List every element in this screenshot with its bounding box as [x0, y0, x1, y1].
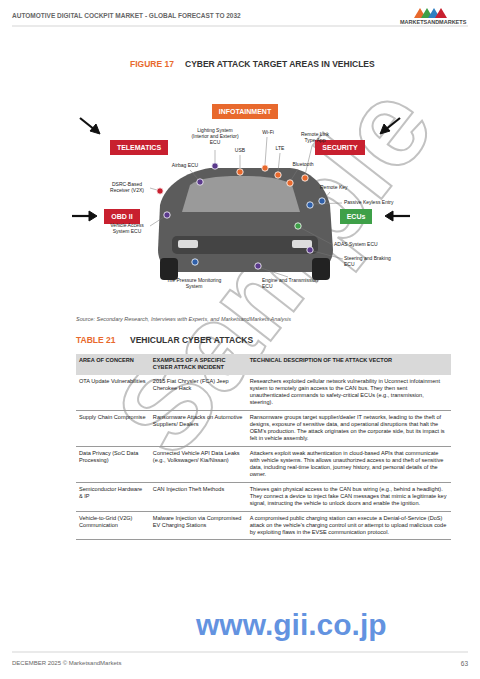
leader-lines: [150, 137, 343, 277]
target-label: ADAS System ECU: [334, 242, 384, 248]
box-label: OBD II: [111, 213, 132, 220]
target-label: Tire Pressure Monitoring System: [166, 278, 222, 290]
table-cell: Thieves gain physical access to the CAN …: [247, 482, 451, 511]
target-label: USB: [230, 148, 250, 154]
table-cell: 2015 Fiat Chrysler (FCA) Jeep Cherokee H…: [150, 375, 247, 411]
table-row: Supply Chain CompromiseRansomware Attack…: [76, 410, 451, 446]
logo-text: MARKETSANDMARKETS: [400, 19, 470, 25]
box-label: TELEMATICS: [117, 144, 161, 151]
target-label: Passive Keyless Entry: [344, 200, 404, 206]
pointer-arrows: [72, 118, 410, 221]
table-cell: Ransomware Attacks on Automotive Supplie…: [150, 410, 247, 446]
source-note: Source: Secondary Research, Interviews w…: [76, 316, 456, 322]
table-header-row: AREA OF CONCERNEXAMPLES OF A SPECIFIC CY…: [76, 354, 451, 375]
category-box: OBD II: [104, 209, 139, 224]
target-label: Lighting System (Interior and Exterior) …: [191, 128, 239, 145]
table-cell: Attackers exploit weak authentication in…: [247, 446, 451, 482]
page-number: 63: [440, 660, 468, 667]
table-number: TABLE 21: [76, 336, 126, 346]
table-row: OTA Update Vulnerabilities2015 Fiat Chry…: [76, 375, 451, 411]
table-cell: OTA Update Vulnerabilities: [76, 375, 150, 411]
target-label: LTE: [270, 146, 290, 152]
box-label: ECUs: [347, 213, 366, 220]
car-illustration: [158, 168, 333, 280]
running-header: AUTOMOTIVE DIGITAL COCKPIT MARKET - GLOB…: [12, 12, 342, 19]
target-label: Engine and Transmission ECU: [262, 278, 322, 290]
table-row: Vehicle-to-Grid (V2G) CommunicationMalwa…: [76, 511, 451, 540]
table-cell: Supply Chain Compromise: [76, 410, 150, 446]
table-title: VEHICULAR CYBER ATTACKS: [130, 336, 330, 346]
table-cell: A compromised public charging station ca…: [247, 511, 451, 540]
table-cell: Data Privacy (SoC Data Processing): [76, 446, 150, 482]
target-label: Airbag ECU: [168, 163, 202, 169]
category-box: INFOTAINMENT: [212, 104, 278, 119]
footer-date: DECEMBER 2025 © MarketsandMarkets: [12, 660, 212, 667]
table-header-cell: AREA OF CONCERN: [76, 354, 150, 375]
table-cell: Connected Vehicle API Data Leaks (e.g., …: [150, 446, 247, 482]
footer-rule: [12, 652, 468, 653]
figure-number: FIGURE 17: [130, 60, 185, 70]
target-label: Wi-Fi: [257, 130, 279, 136]
table-cell: Malware Injection via Compromised EV Cha…: [150, 511, 247, 540]
box-label: INFOTAINMENT: [219, 108, 271, 115]
header-rule: [12, 26, 468, 27]
box-label: SECURITY: [322, 144, 357, 151]
target-label: DSRC-Based Receiver (V2X): [104, 182, 150, 194]
category-box: ECUs: [340, 209, 373, 224]
category-box: TELEMATICS: [110, 140, 168, 155]
logo-icon: [414, 8, 447, 18]
table-cell: CAN Injection Theft Methods: [150, 482, 247, 511]
target-label: Vehicle Access System ECU: [103, 223, 151, 235]
watermark-url: www.gii.co.jp: [196, 608, 387, 642]
table-row: Data Privacy (SoC Data Processing)Connec…: [76, 446, 451, 482]
target-label: Bluetooth: [288, 162, 318, 168]
target-dots: [157, 163, 325, 269]
table-row: Semiconductor Hardware & IPCAN Injection…: [76, 482, 451, 511]
table-cell: Ransomware groups target supplier/dealer…: [247, 410, 451, 446]
table-header-cell: EXAMPLES OF A SPECIFIC CYBER ATTACK INCI…: [150, 354, 247, 375]
target-label: Steering and Braking ECU: [344, 256, 394, 268]
target-label: Remote Link Type App: [298, 132, 332, 144]
target-label: Remote Key: [320, 185, 356, 191]
attack-table: AREA OF CONCERNEXAMPLES OF A SPECIFIC CY…: [76, 354, 451, 540]
figure-title: CYBER ATTACK TARGET AREAS IN VEHICLES: [185, 60, 375, 70]
table-cell: Semiconductor Hardware & IP: [76, 482, 150, 511]
table-cell: Researchers exploited cellular network v…: [247, 375, 451, 411]
table-header-cell: TECHNICAL DESCRIPTION OF THE ATTACK VECT…: [247, 354, 451, 375]
table-cell: Vehicle-to-Grid (V2G) Communication: [76, 511, 150, 540]
